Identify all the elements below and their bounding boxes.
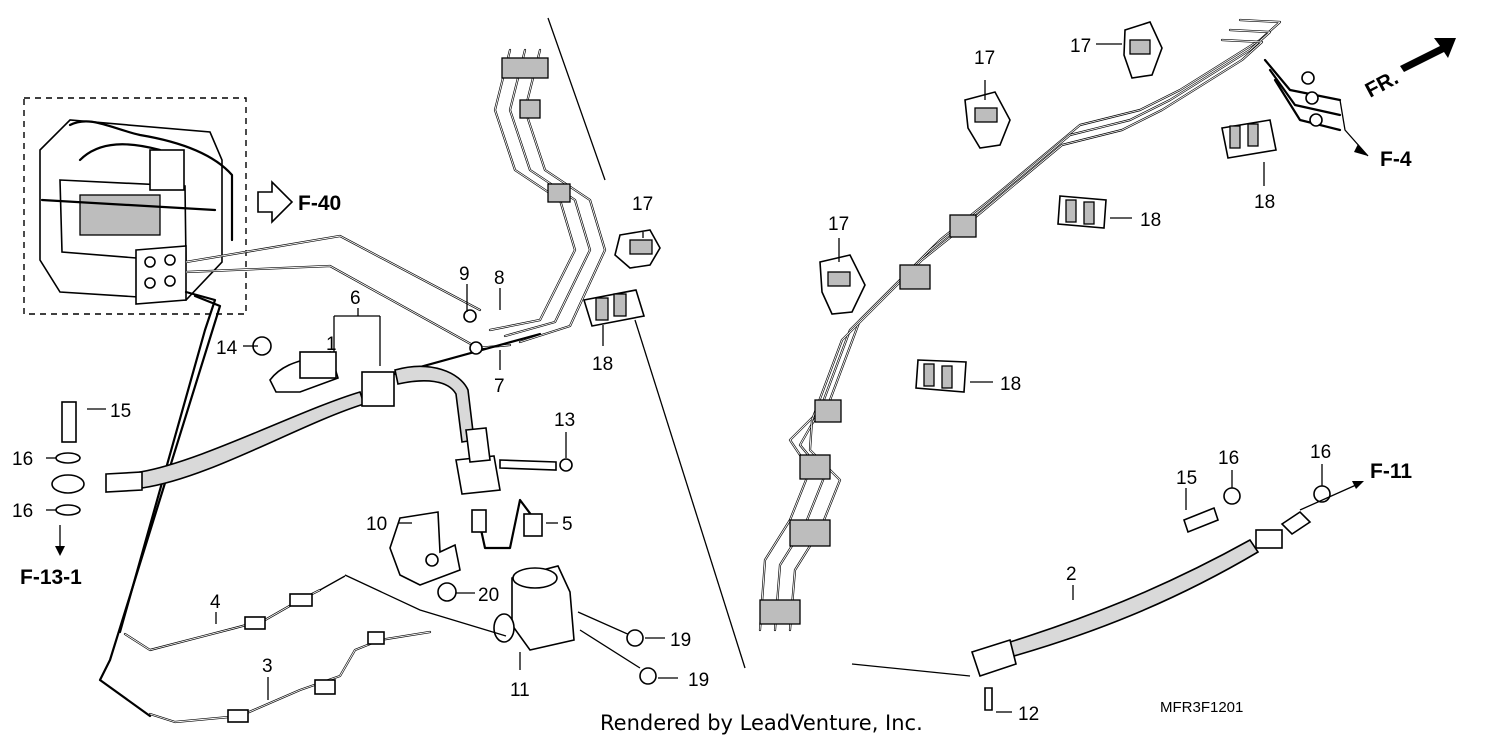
callout-2: 2 bbox=[1066, 564, 1077, 585]
valve-and-bracket bbox=[344, 511, 657, 685]
clamp-18d bbox=[915, 359, 967, 393]
ref-f11: F-11 bbox=[1370, 460, 1412, 483]
clamp-17b bbox=[964, 91, 1011, 149]
pipes-3-4 bbox=[123, 575, 432, 724]
clamp-18b bbox=[1221, 119, 1277, 159]
reference-labels: F-40 F-4 F-11 F-13-1 FR. bbox=[20, 66, 1412, 589]
front-brake-hose-left bbox=[51, 336, 573, 556]
callout-6: 6 bbox=[350, 288, 361, 309]
rendered-by-credit: Rendered by LeadVenture, Inc. bbox=[600, 711, 923, 735]
callout-18-a: 18 bbox=[592, 354, 613, 375]
callout-18-b: 18 bbox=[1254, 192, 1275, 213]
arrowhead-f11 bbox=[1352, 481, 1364, 489]
tube-bundle-right bbox=[758, 18, 1369, 632]
tube-bundle-center bbox=[463, 17, 746, 669]
callout-16-c: 16 bbox=[1218, 448, 1239, 469]
callout-17-b: 17 bbox=[974, 48, 995, 69]
hollow-arrow-f40 bbox=[257, 180, 294, 224]
rear-brake-hose bbox=[851, 481, 1364, 711]
callout-19-a: 19 bbox=[670, 630, 691, 651]
callout-16-a: 16 bbox=[12, 449, 33, 470]
front-direction-arrow bbox=[1400, 38, 1456, 72]
clamp-18c bbox=[1057, 195, 1107, 229]
callout-18-c: 18 bbox=[1140, 210, 1161, 231]
callout-labels: 1 2 3 4 5 6 7 8 9 10 11 12 13 14 15 15 1… bbox=[12, 36, 1331, 725]
callout-12: 12 bbox=[1018, 704, 1039, 725]
callout-8: 8 bbox=[494, 268, 505, 289]
callout-15-right: 15 bbox=[1176, 468, 1197, 489]
ref-f40: F-40 bbox=[298, 192, 341, 215]
callout-14: 14 bbox=[216, 338, 238, 359]
callout-16-b: 16 bbox=[12, 501, 33, 522]
callout-17-d: 17 bbox=[828, 214, 849, 235]
callout-19-b: 19 bbox=[688, 670, 709, 691]
clamp-17d bbox=[819, 254, 866, 315]
callout-4: 4 bbox=[210, 592, 221, 613]
callout-11: 11 bbox=[510, 680, 530, 701]
ref-f13-1: F-13-1 bbox=[20, 566, 82, 589]
clamp-17a bbox=[614, 229, 661, 269]
abs-modulator-assembly bbox=[23, 97, 247, 315]
modulator-dashed-frame bbox=[23, 97, 247, 315]
ref-front: FR. bbox=[1362, 66, 1403, 102]
callout-7: 7 bbox=[494, 376, 505, 397]
arrowhead-f4 bbox=[1354, 144, 1368, 156]
callout-3: 3 bbox=[262, 656, 273, 677]
callout-17-a: 17 bbox=[632, 194, 653, 215]
diagram-code: MFR3F1201 bbox=[1160, 699, 1243, 716]
clamp-17c bbox=[1123, 21, 1163, 79]
clamps-17-18 bbox=[582, 21, 1277, 393]
callout-16-d: 16 bbox=[1310, 442, 1331, 463]
callout-18-d: 18 bbox=[1000, 374, 1021, 395]
leader-lines bbox=[46, 43, 1323, 713]
callout-20: 20 bbox=[478, 585, 499, 606]
callout-1: 1 bbox=[326, 334, 337, 355]
callout-13: 13 bbox=[554, 410, 575, 431]
callout-9: 9 bbox=[459, 264, 470, 285]
arrowhead-f131 bbox=[55, 546, 65, 556]
callout-17-c: 17 bbox=[1070, 36, 1091, 57]
callout-10: 10 bbox=[366, 514, 387, 535]
callout-15-left: 15 bbox=[110, 401, 131, 422]
clamp-18a bbox=[582, 289, 646, 327]
ref-f4: F-4 bbox=[1380, 148, 1412, 171]
callout-5: 5 bbox=[562, 514, 573, 535]
